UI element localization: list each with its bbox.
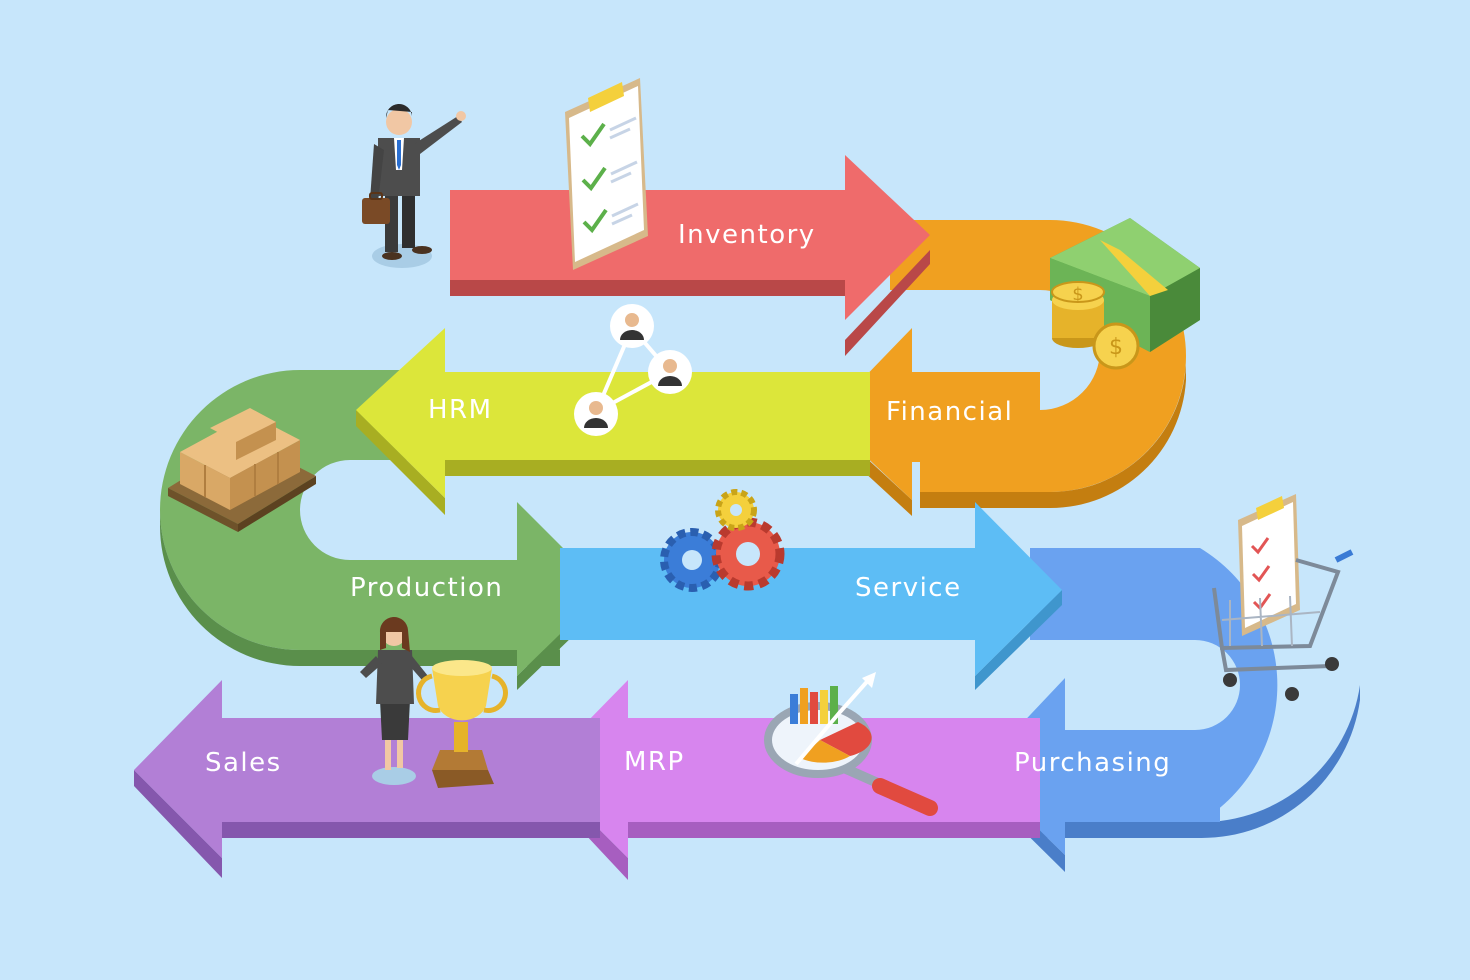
stage-label-mrp: MRP — [624, 747, 685, 777]
stage-label-purchasing: Purchasing — [1014, 748, 1171, 778]
purchasing-loop-shadow — [1040, 685, 1360, 839]
stage-label-hrm: HRM — [428, 395, 493, 425]
sales-arrow — [134, 680, 600, 878]
businessman-icon — [362, 103, 466, 268]
service-arrow — [560, 502, 1062, 690]
stage-label-sales: Sales — [205, 748, 282, 778]
inventory-arrow — [450, 155, 930, 356]
stage-label-service: Service — [855, 573, 962, 603]
stage-label-production: Production — [350, 573, 503, 603]
gears-icon — [660, 489, 785, 592]
svg-text:$: $ — [1109, 335, 1123, 360]
boxes-pallet-icon — [168, 408, 316, 532]
magnifier-chart-icon — [764, 672, 938, 816]
svg-text:$: $ — [1072, 284, 1083, 305]
shopping-cart-icon — [1212, 494, 1354, 701]
financial-loop-shadow — [920, 365, 1186, 509]
money-coins-icon: $ $ — [1050, 218, 1200, 370]
stage-label-financial: Financial — [886, 397, 1013, 427]
stage-label-inventory: Inventory — [678, 220, 816, 250]
clipboard-checklist-icon — [565, 78, 648, 270]
team-network-icon — [574, 304, 692, 436]
businesswoman-icon — [360, 616, 428, 785]
trophy-icon — [416, 660, 508, 788]
